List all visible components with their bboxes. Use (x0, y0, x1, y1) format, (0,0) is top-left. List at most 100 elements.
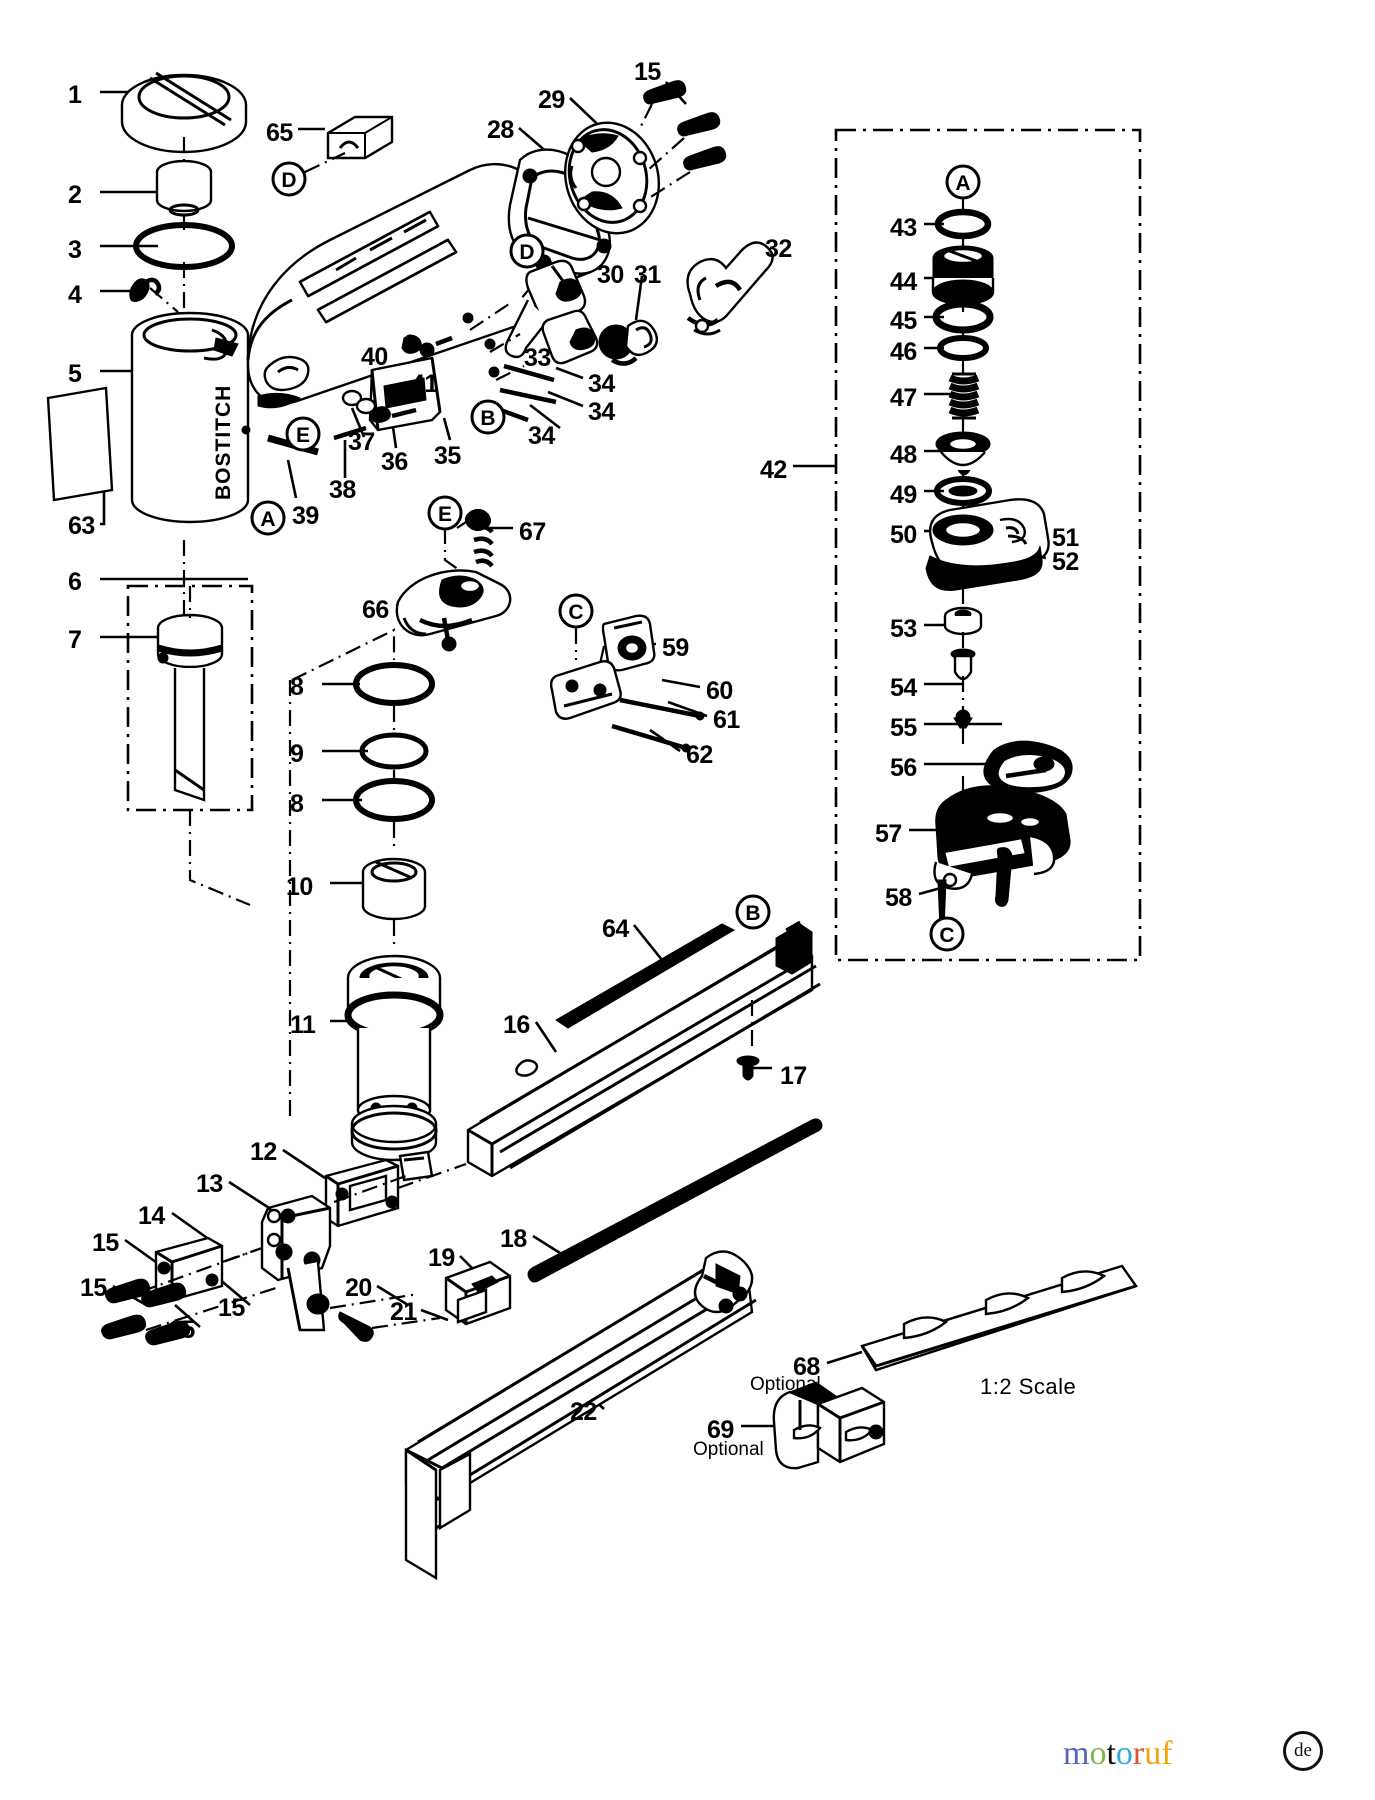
callout-piston-driver: 7 (68, 626, 82, 654)
part-6-group-box (126, 584, 254, 812)
callout-cover-plate: 14 (138, 1202, 165, 1230)
part-1-cap (120, 71, 248, 154)
callout-screw-54: 54 (890, 674, 917, 702)
part-2-deflector (155, 159, 213, 217)
part-29-end-plate (563, 121, 661, 235)
callout-label-decal: 63 (68, 512, 95, 540)
callout-housing-detail-51: 51 (1052, 524, 1079, 552)
callout-lever-56: 56 (890, 754, 917, 782)
part-17-screw (736, 1055, 760, 1081)
watermark-letter-o2: o (1115, 1735, 1133, 1772)
part-39-pin (267, 434, 319, 456)
callout-trigger-valve: 31 (634, 261, 661, 289)
part-61-62-rods (611, 697, 705, 753)
part-8-oring-lower (353, 778, 435, 822)
callout-o-ring-46: 46 (890, 338, 917, 366)
callout-trigger: 32 (765, 235, 792, 263)
part-22-magazine-channel (404, 1250, 757, 1581)
part-15-screws-top (643, 80, 727, 171)
callout-roll-pin: 21 (390, 1298, 417, 1326)
callout-pusher-block: 19 (428, 1244, 455, 1272)
callout-plate: 12 (250, 1138, 277, 1166)
callout-o-ring-lower: 8 (290, 790, 304, 818)
callout-screw: 15 (80, 1274, 107, 1302)
watermark-letter-r: r (1132, 1735, 1145, 1772)
callout-screw: 15 (92, 1229, 119, 1257)
callout-valve-sleeve: 44 (890, 268, 917, 296)
brand-decal-text: BOSTITCH (212, 384, 235, 500)
callout-screw: 15 (634, 58, 661, 86)
optional-label-1: Optional (750, 1374, 821, 1395)
callout-washer-body: 41 (411, 370, 438, 398)
part-7-driver (156, 613, 224, 802)
callout-cylinder-housing: 5 (68, 360, 82, 388)
callout-screw-body: 40 (361, 343, 388, 371)
callout-pin: 34 (588, 370, 615, 398)
callout-pin: 34 (588, 398, 615, 426)
callout-nose-cylinder: 11 (290, 1011, 316, 1039)
callout-pusher-rod: 18 (500, 1225, 527, 1253)
callout-valve-stem: 30 (597, 261, 624, 289)
callout-cap-cover: 1 (68, 81, 82, 109)
callout-bumper: 10 (286, 873, 313, 901)
watermark-letter-u: u (1144, 1735, 1162, 1772)
callout-optional-plate: 68 (793, 1353, 820, 1381)
part-15-screws-left (101, 1278, 191, 1346)
callout-rail-insert: 64 (602, 915, 629, 943)
part-20-21-pins (306, 1293, 374, 1342)
callout-exhaust-deflector: 2 (68, 181, 82, 209)
part-32-trigger (686, 241, 774, 336)
optional-label-2: Optional (693, 1439, 764, 1460)
callout-spring-67: 67 (519, 518, 546, 546)
callout-o-ring-45: 45 (890, 307, 917, 335)
part-38-rod (333, 425, 367, 441)
inset-panel-42 (834, 128, 1142, 962)
watermark-letter-o1: o (1089, 1735, 1107, 1772)
part-18-pusher-rod (527, 1118, 823, 1283)
callout-rod-62: 62 (686, 741, 713, 769)
callout-pin-55: 55 (890, 714, 917, 742)
watermark-letter-m: m (1063, 1735, 1090, 1772)
part-12-plate (324, 1158, 400, 1228)
watermark-letter-t: t (1106, 1735, 1116, 1772)
part-33-bushing (541, 309, 599, 365)
part-40-41-fasteners (401, 334, 453, 358)
part-8-oring-upper (353, 662, 435, 706)
callout-valve-housing: 50 (890, 521, 917, 549)
callout-magazine-channel: 22 (570, 1398, 597, 1426)
callout-pin: 34 (528, 422, 555, 450)
callout-o-ring-43: 43 (890, 214, 917, 242)
callout-clip: 4 (68, 281, 82, 309)
part-60-safety-yoke (549, 660, 622, 720)
callout-o-ring-upper: 8 (290, 673, 304, 701)
part-5-main-housing (130, 311, 250, 524)
callout-magazine-rail: 16 (503, 1011, 530, 1039)
part-36-37-pins (341, 389, 391, 423)
callout-end-cap-plate: 29 (538, 86, 565, 114)
callout-o-ring-49: 49 (890, 481, 917, 509)
part-68-optional-plate (860, 1264, 1138, 1372)
part-31-trigger-valve (598, 319, 659, 366)
part-11-nose-cylinder (344, 954, 444, 1182)
callout-pin-58: 58 (885, 884, 912, 912)
part-19-pusher-block (444, 1260, 512, 1326)
watermark-copyright-icon: de (1283, 1731, 1323, 1771)
part-64-rail-insert (555, 923, 736, 1029)
callout-optional-nose-adapter: 69 (707, 1416, 734, 1444)
part-59-safety-tip (601, 614, 656, 672)
callout-housing-detail-52: 52 (1052, 548, 1079, 576)
callout-trigger-valve-assembly: 42 (760, 456, 787, 484)
callout-spring-47: 47 (890, 384, 917, 412)
callout-bracket: 35 (434, 442, 461, 470)
callout-bumper-65: 65 (266, 119, 293, 147)
callout-safety-tip: 59 (662, 634, 689, 662)
callout-o-ring-cap: 3 (68, 236, 82, 264)
part-67-spring (464, 508, 494, 568)
callout-valve-48: 48 (890, 441, 917, 469)
callout-bushing: 33 (524, 344, 551, 372)
callout-driver-assembly: 6 (68, 568, 82, 596)
callout-safety-yoke: 60 (706, 677, 733, 705)
callout-spring: 37 (348, 428, 375, 456)
